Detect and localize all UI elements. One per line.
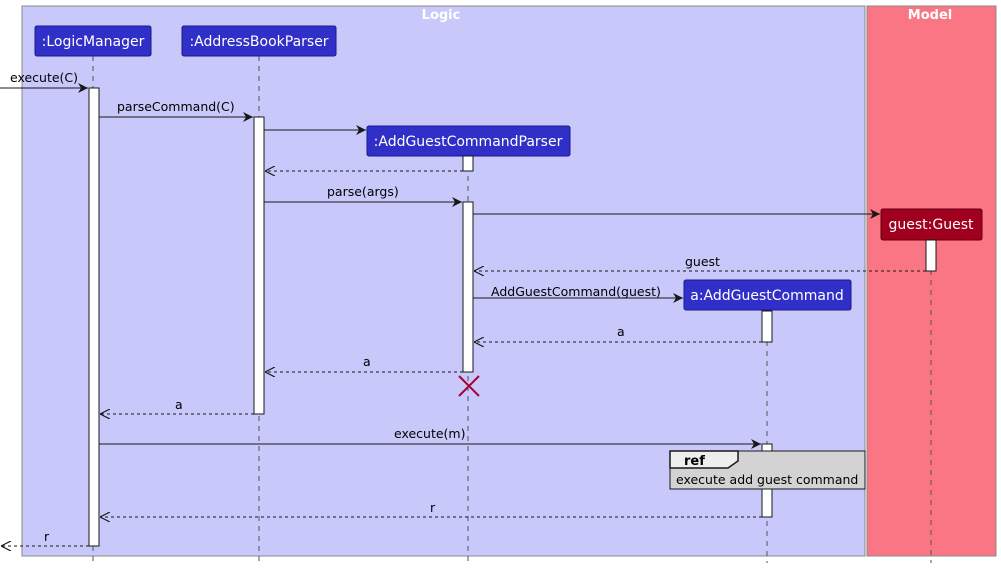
participant-add-guest-command bbox=[683, 279, 852, 311]
ref-tag-label: ref bbox=[684, 454, 705, 469]
destroy-marker-icon bbox=[458, 375, 480, 397]
participant-guest-label: guest:Guest bbox=[889, 217, 975, 233]
model-box-title: Model bbox=[908, 8, 952, 23]
message-parse-args-label: parse(args) bbox=[327, 184, 399, 199]
return-a-to-abp-label: a bbox=[363, 354, 371, 369]
return-r-to-lm-label: r bbox=[430, 500, 436, 515]
activation-parser-parse bbox=[462, 201, 474, 373]
activation-logic-manager bbox=[88, 87, 100, 547]
message-parse-command-label: parseCommand(C) bbox=[117, 99, 235, 114]
ref-tag-shape bbox=[669, 450, 739, 469]
return-guest-label: guest bbox=[685, 254, 720, 269]
ref-frame-text: execute add guest command bbox=[676, 472, 858, 487]
activation-guest bbox=[925, 239, 937, 272]
logic-box-title: Logic bbox=[422, 8, 461, 23]
participant-logic-manager bbox=[34, 25, 152, 57]
activation-address-book-parser bbox=[253, 116, 265, 415]
return-a-to-parser-label: a bbox=[617, 324, 625, 339]
activation-parser-constructor bbox=[462, 155, 474, 172]
participant-add-guest-command-label: a:AddGuestCommand bbox=[690, 288, 843, 304]
return-a-to-lm-label: a bbox=[175, 397, 183, 412]
message-execute-c-label: execute(C) bbox=[10, 70, 78, 85]
message-add-guest-command-label: AddGuestCommand(guest) bbox=[491, 284, 661, 299]
participant-add-guest-command-parser-label: :AddGuestCommandParser bbox=[374, 134, 563, 150]
participant-logic-manager-label: :LogicManager bbox=[42, 34, 145, 50]
participant-address-book-parser-label: :AddressBookParser bbox=[189, 34, 328, 50]
message-execute-m-label: execute(m) bbox=[394, 426, 466, 441]
activation-add-guest-command-constructor bbox=[761, 310, 773, 343]
participant-address-book-parser bbox=[181, 25, 337, 57]
return-r-out-label: r bbox=[44, 529, 50, 544]
